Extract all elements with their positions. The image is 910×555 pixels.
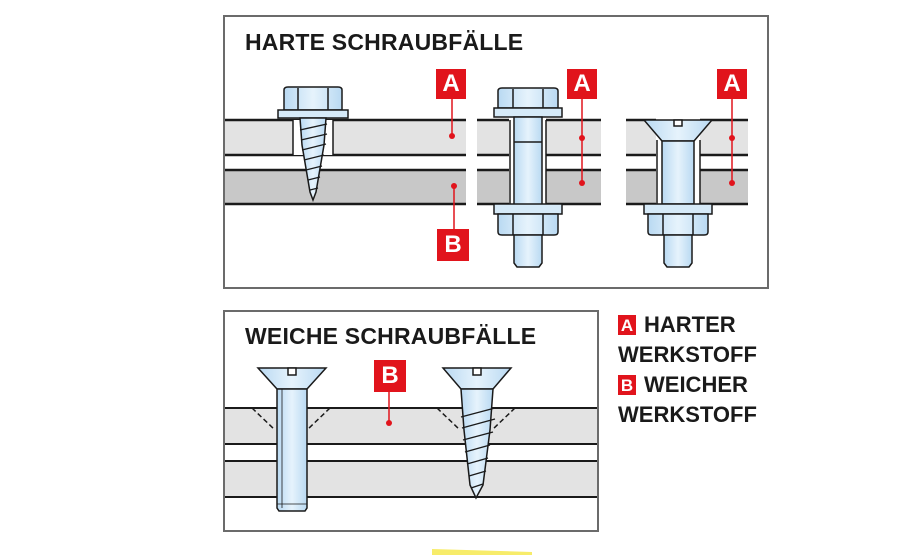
legend: A HARTER WERKSTOFF B WEICHER WERKSTOFF [618,310,757,430]
soft-joints-title: WEICHE SCHRAUBFÄLLE [245,323,537,349]
callout-badge-a-2: A [567,69,597,99]
hex-bolt-with-nut [493,87,563,268]
bottom-callout [386,390,392,426]
bottom-plates [225,407,597,498]
yellow-highlight-streak [432,549,532,555]
countersunk-wood-screw [441,367,513,500]
legend-item-hard: A HARTER [618,310,757,340]
callout-badge-a-3: A [717,69,747,99]
top-callouts [449,97,735,232]
legend-label-soft-line1: WEICHER [644,372,748,397]
legend-item-hard-cont: WERKSTOFF [618,340,757,370]
legend-label-hard-line2: WERKSTOFF [618,342,757,367]
legend-label-soft-line2: WERKSTOFF [618,402,757,427]
countersunk-bolt-with-nut [642,117,714,268]
legend-badge-b: B [618,375,636,395]
legend-item-soft: B WEICHER [618,370,757,400]
legend-badge-a: A [618,315,636,335]
callout-badge-a-1: A [436,69,466,99]
self-tapping-hex-screw [277,86,349,203]
legend-label-hard-line1: HARTER [644,312,736,337]
legend-item-soft-cont: WERKSTOFF [618,400,757,430]
hard-joints-title: HARTE SCHRAUBFÄLLE [245,29,524,55]
countersunk-machine-screw [256,367,328,512]
callout-badge-b-top: B [437,229,469,261]
callout-badge-b-bottom: B [374,360,406,392]
